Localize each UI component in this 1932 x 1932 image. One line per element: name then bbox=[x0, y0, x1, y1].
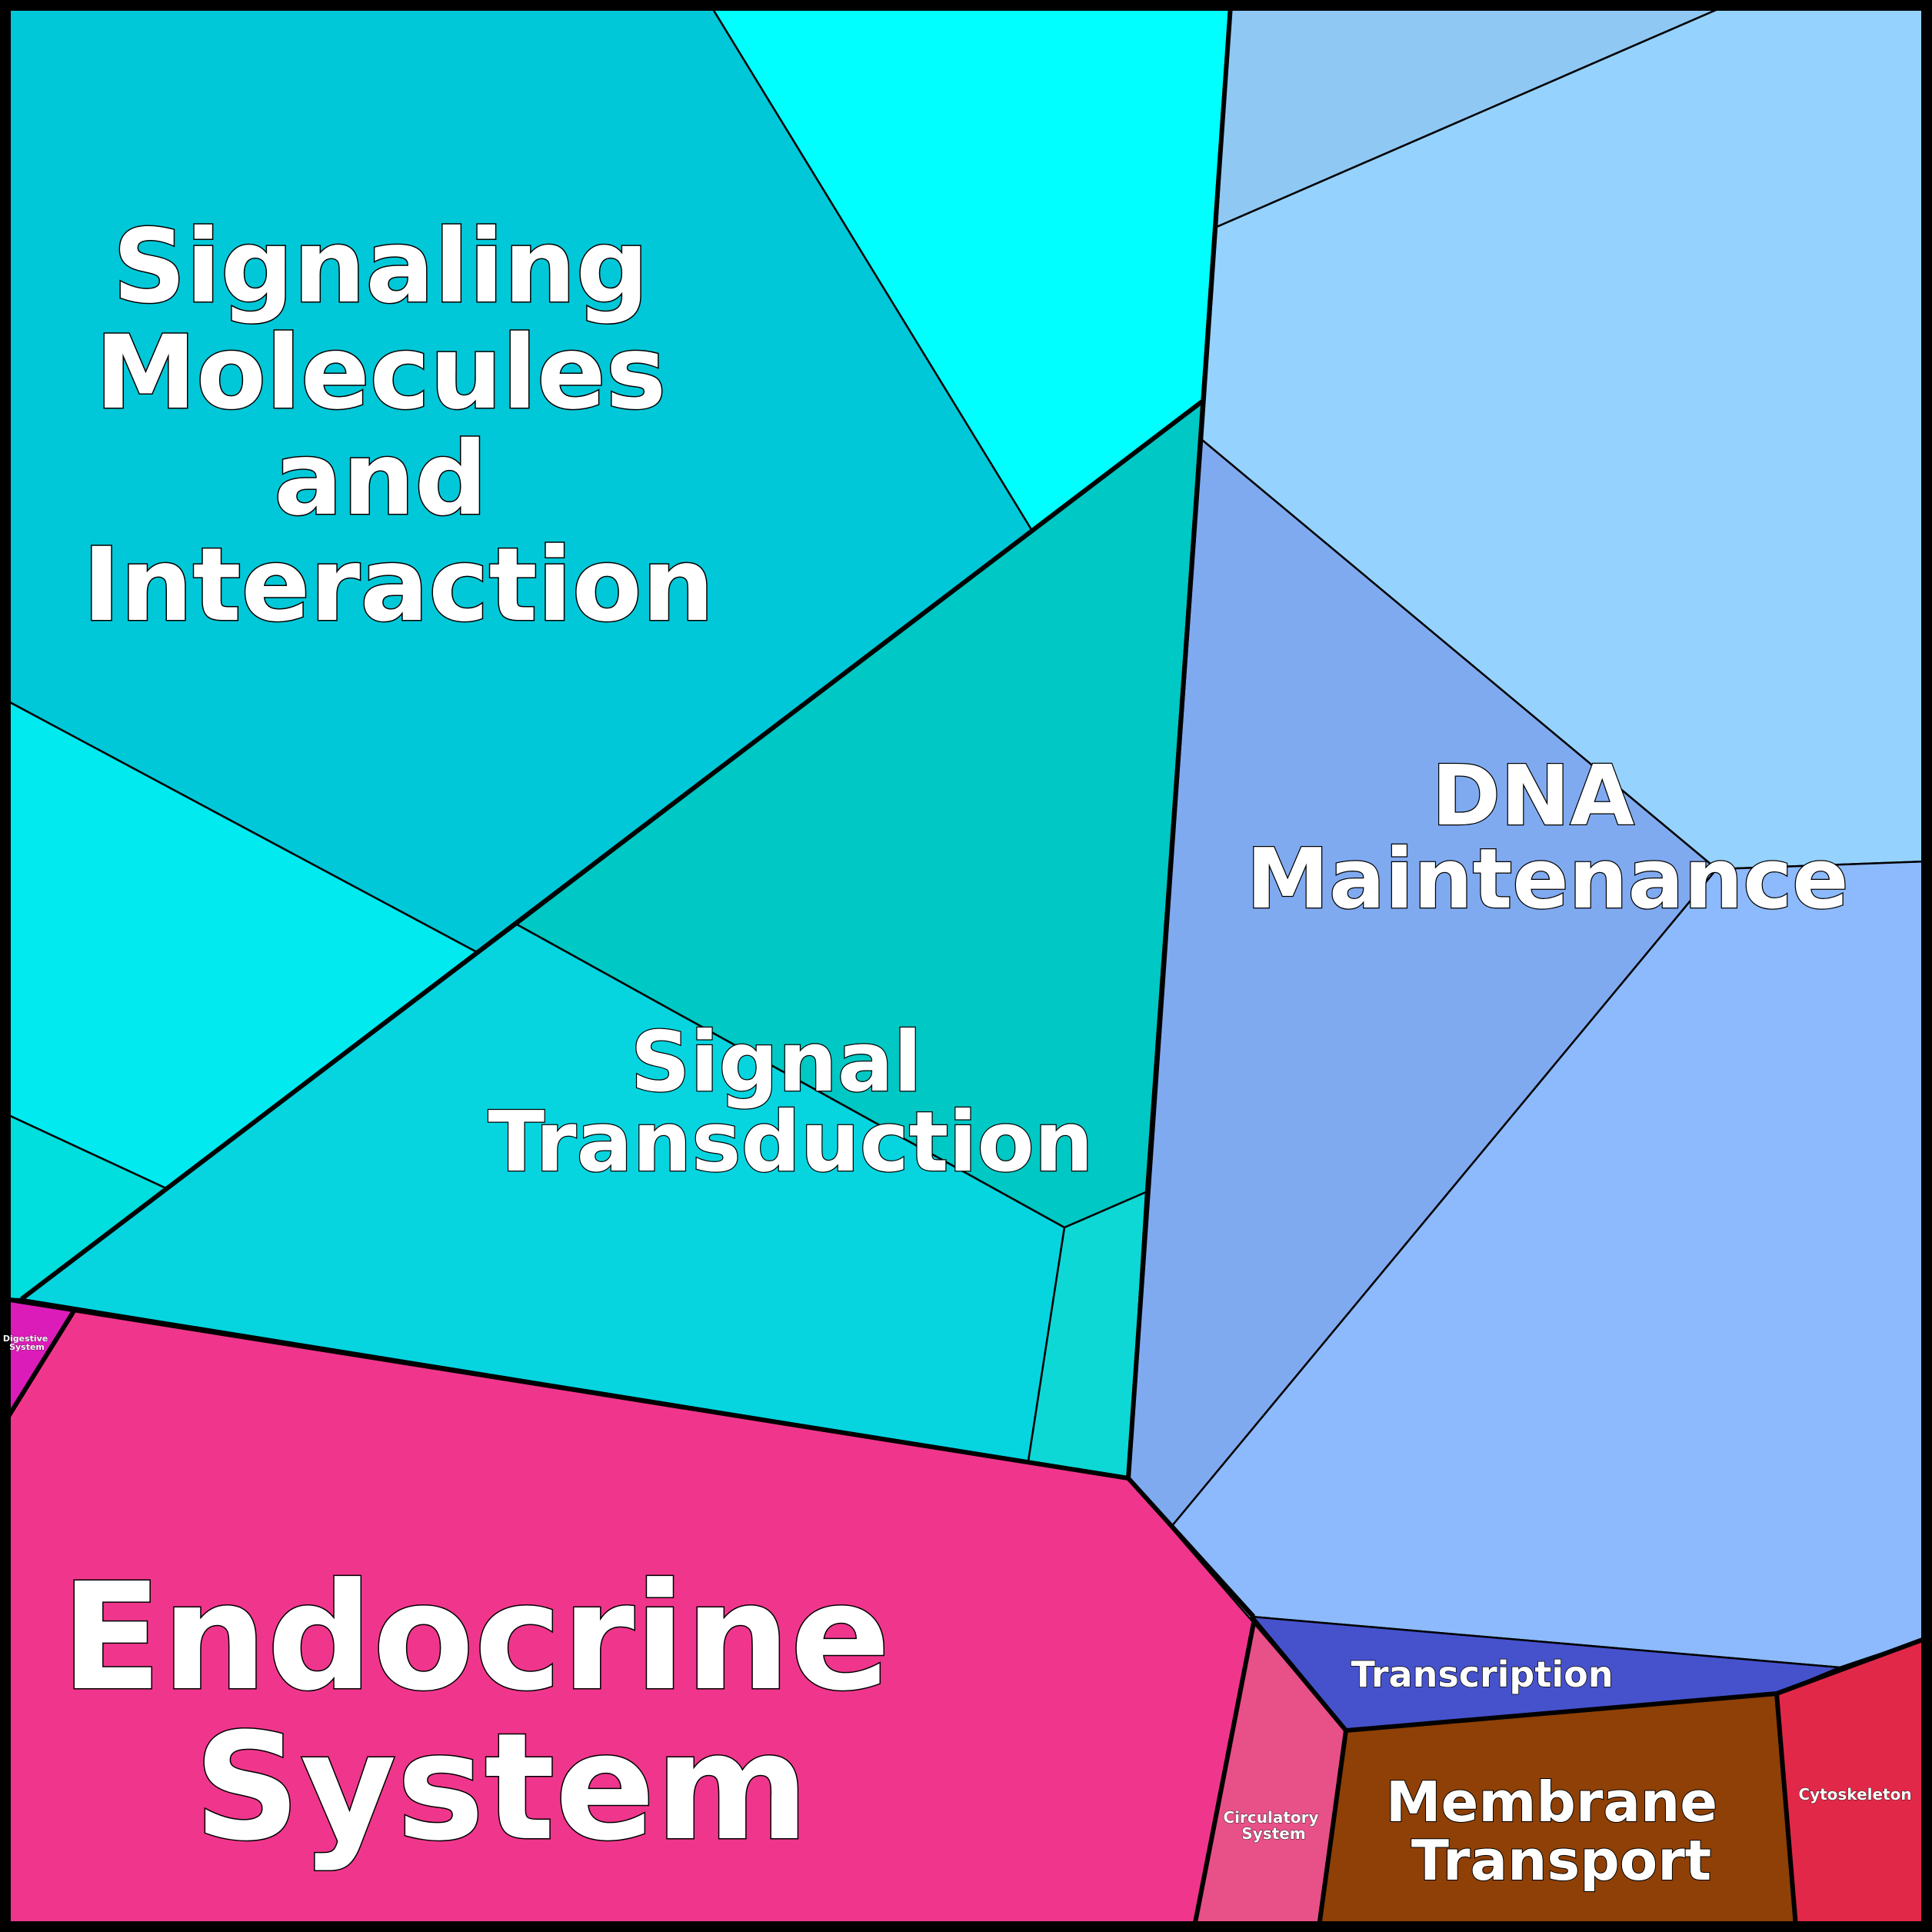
label-circulatory-system: Circulatory System bbox=[1223, 1808, 1324, 1843]
boundary-digestive bbox=[3, 1308, 77, 1423]
boundary-endocrine-top bbox=[5, 1297, 1129, 1481]
label-dna-maintenance: DNA Maintenance bbox=[1246, 748, 1848, 928]
label-cytoskeleton: Cytoskeleton bbox=[1798, 1785, 1911, 1804]
label-membrane-transport: Membrane Transport bbox=[1386, 1770, 1737, 1893]
label-transcription: Transcription bbox=[1351, 1654, 1614, 1695]
boundary-transcription-membrane bbox=[1249, 1615, 1928, 1733]
label-digestive-system: Digestive System bbox=[3, 1334, 51, 1352]
boundary-signaling-transduction bbox=[20, 399, 1204, 1301]
label-signal-transduction: Signal Transduction bbox=[488, 1014, 1093, 1191]
label-signaling-molecules: Signaling Molecules and Interaction bbox=[82, 208, 714, 645]
label-endocrine-system: Endocrine System bbox=[61, 1552, 941, 1874]
boundary-circulatory bbox=[1192, 1622, 1256, 1927]
boundary-membrane-right bbox=[1774, 1693, 1798, 1927]
boundary-membrane-left bbox=[1317, 1730, 1348, 1927]
